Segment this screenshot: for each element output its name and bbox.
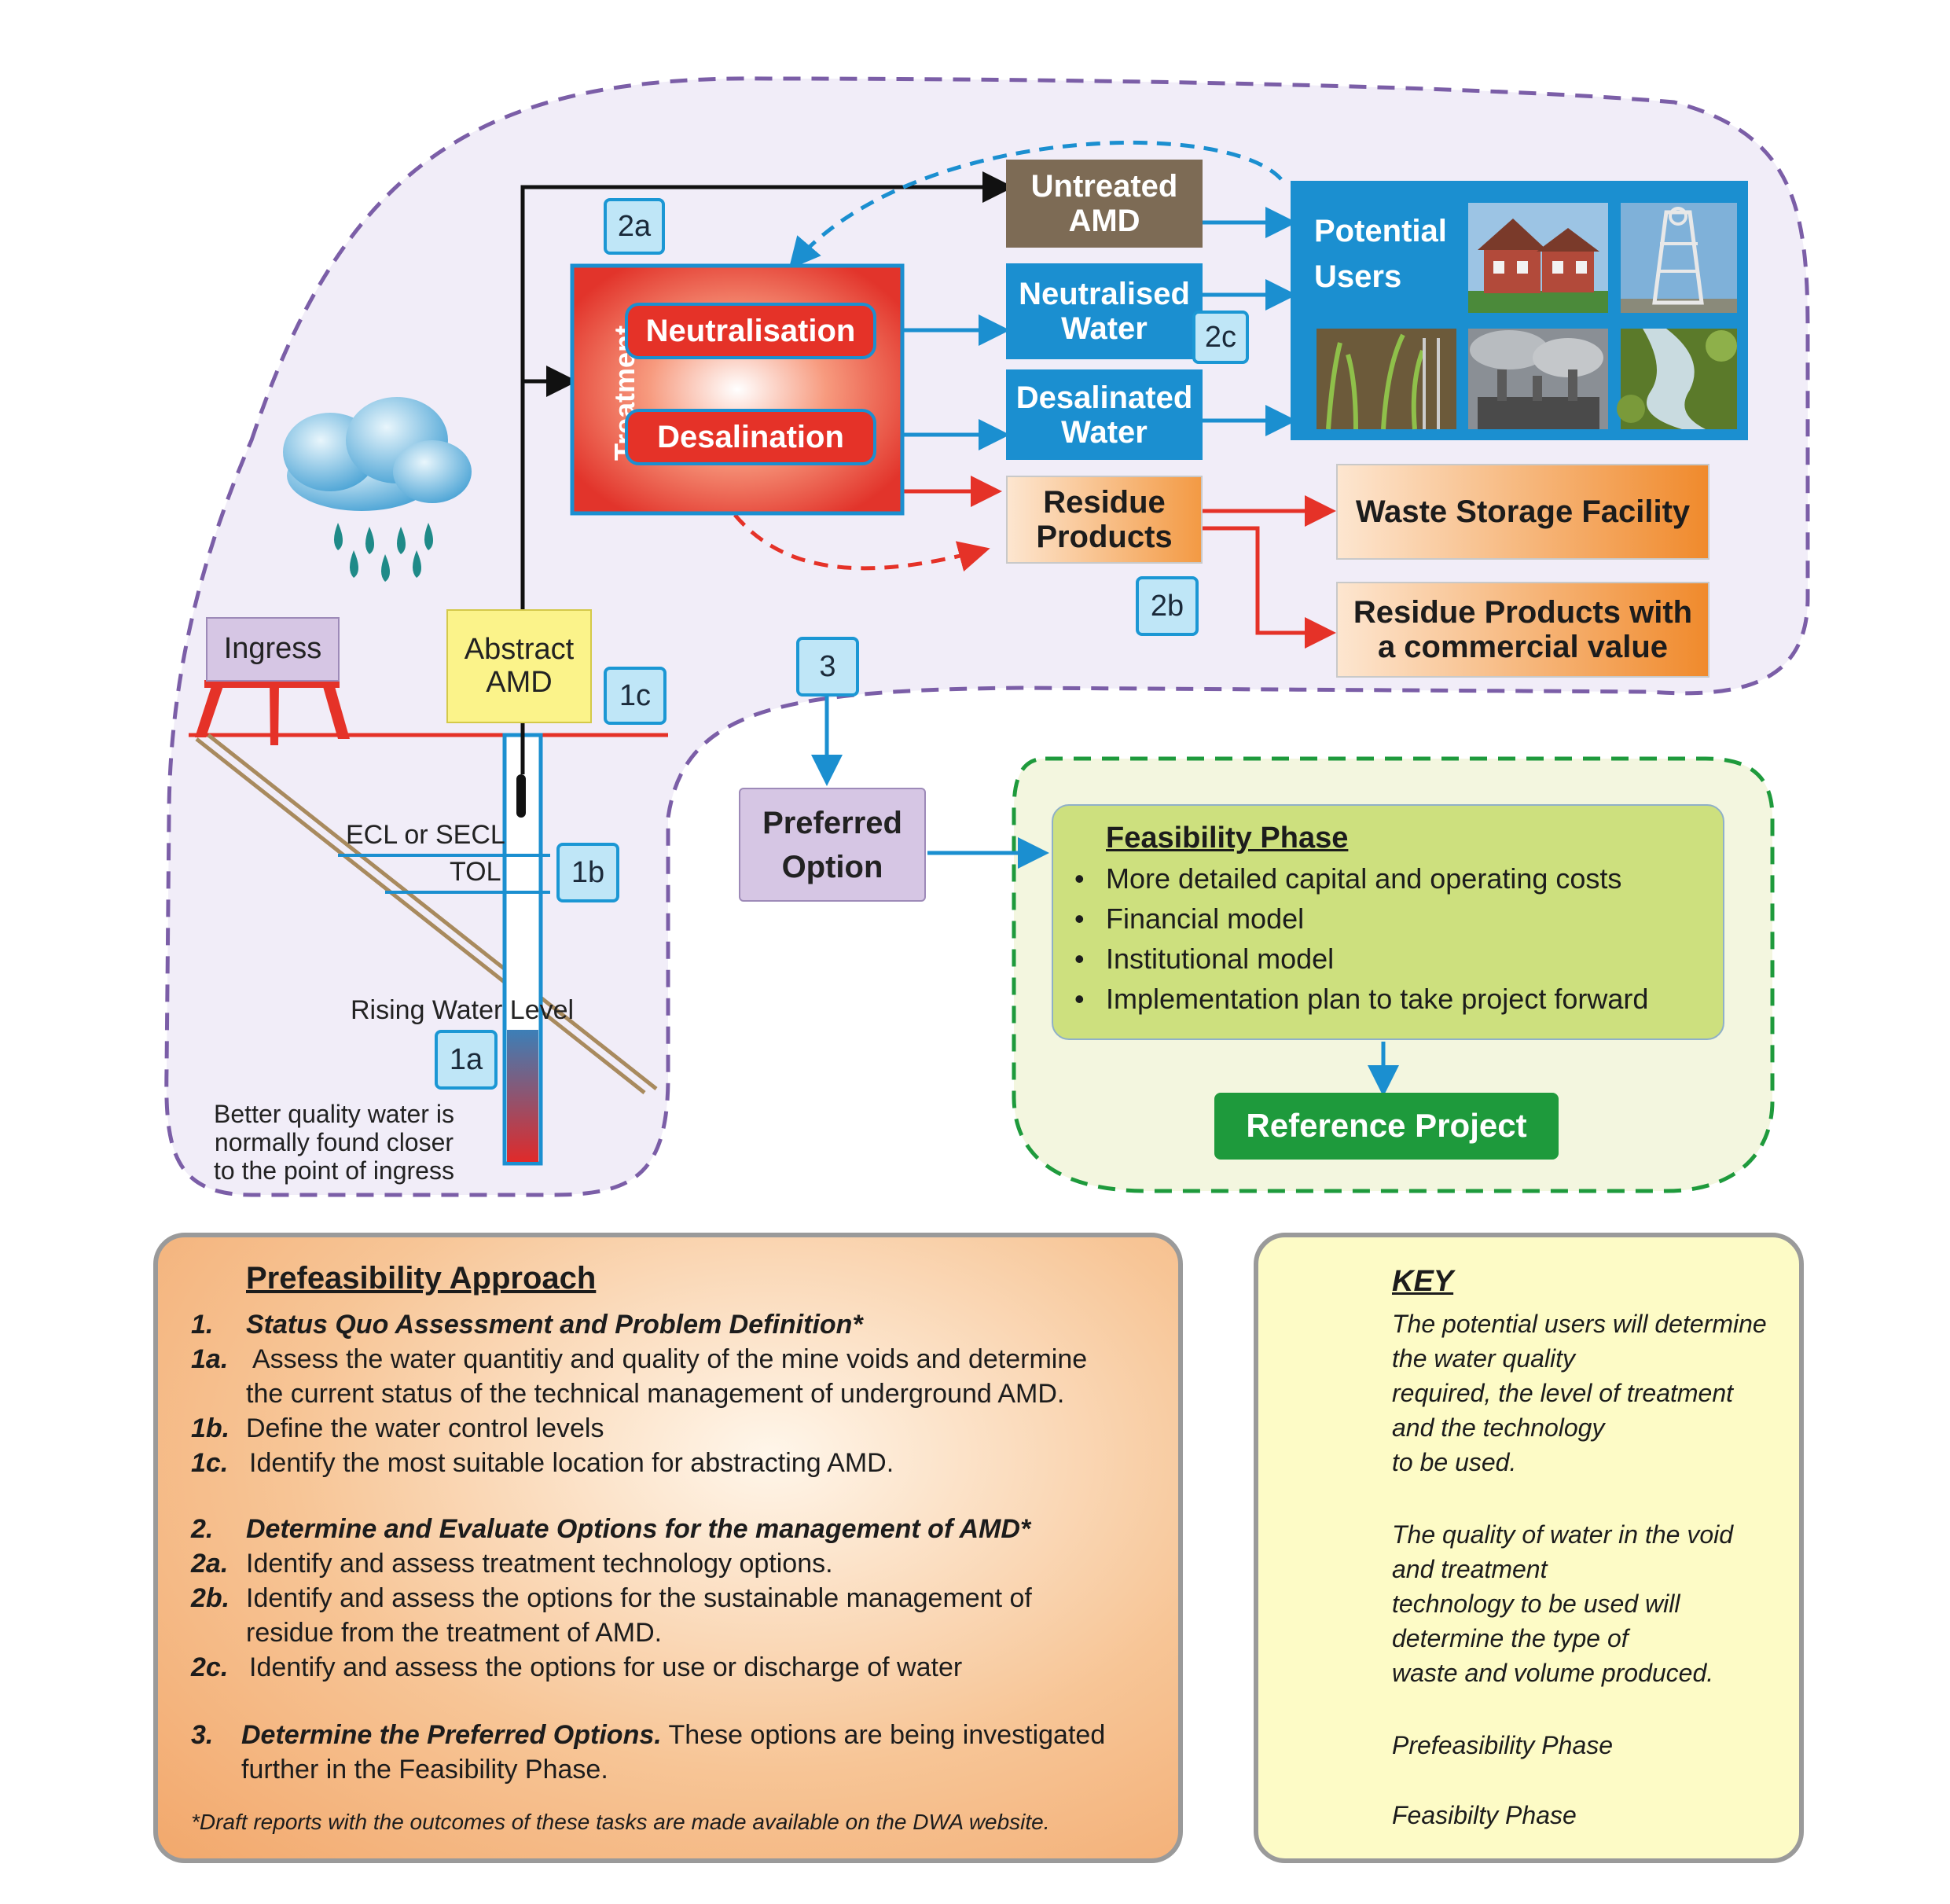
tag-1a: 1a xyxy=(435,1030,498,1090)
item-1: Status Quo Assessment and Problem Defini… xyxy=(246,1310,863,1340)
ingress-label: Ingress xyxy=(223,632,322,666)
key-purple-text: Prefeasibility Phase xyxy=(1392,1731,1614,1759)
residue-commercial-box: Residue Products with a commercial value xyxy=(1336,582,1709,678)
power-station-photo xyxy=(1468,329,1608,429)
house-photo xyxy=(1468,203,1608,313)
neutralised-line1: Neutralised xyxy=(1019,277,1190,311)
item-3-bold: Determine the Preferred Options. xyxy=(241,1720,662,1750)
item-2b-cont: residue from the treatment of AMD. xyxy=(246,1618,663,1648)
residue-commercial-line1: Residue Products with xyxy=(1353,595,1693,630)
ingress-box: Ingress xyxy=(206,617,340,682)
preferred-option-box: Preferred Option xyxy=(739,788,926,902)
desalinated-line2: Water xyxy=(1061,414,1148,450)
better-quality-line3: to the point of ingress xyxy=(214,1156,454,1185)
desalination-box: Desalination xyxy=(625,409,876,465)
reference-project-box: Reference Project xyxy=(1214,1093,1559,1160)
feasibility-item: •Institutional model xyxy=(1074,943,1335,975)
desalinated-water-box: Desalinated Water xyxy=(1006,369,1203,460)
agriculture-photo xyxy=(1317,329,1456,430)
residue-products-box: Residue Products xyxy=(1006,476,1203,564)
item-2a: Identify and assess treatment technology… xyxy=(246,1549,833,1579)
feasibility-phase-box: Feasibility Phase •More detailed capital… xyxy=(1052,804,1724,1040)
item-1a-cont: the current status of the technical mana… xyxy=(246,1379,1065,1409)
rain-cloud-icon xyxy=(283,397,472,582)
neutralised-line2: Water xyxy=(1061,311,1148,346)
neutralisation-label: Neutralisation xyxy=(645,314,856,348)
num-2c: 2c. xyxy=(191,1652,229,1682)
num-2b: 2b. xyxy=(191,1583,230,1613)
desalination-label: Desalination xyxy=(657,420,844,454)
waste-storage-label: Waste Storage Facility xyxy=(1355,494,1691,529)
untreated-line1: Untreated xyxy=(1030,169,1178,204)
mine-headframe-photo xyxy=(1621,203,1737,313)
prefeasibility-title: Prefeasibility Approach xyxy=(246,1261,597,1296)
neutralisation-box: Neutralisation xyxy=(625,303,876,359)
rising-water-label: Rising Water Level xyxy=(351,995,575,1025)
num-1a: 1a. xyxy=(191,1344,229,1374)
num-2a: 2a. xyxy=(191,1549,229,1579)
neutralised-water-box: Neutralised Water xyxy=(1006,263,1203,359)
tol-label: TOL xyxy=(450,857,501,887)
item-2: Determine and Evaluate Options for the m… xyxy=(246,1514,1031,1544)
item-1c: Identify the most suitable location for … xyxy=(249,1448,894,1478)
item-3-cont: further in the Feasibility Phase. xyxy=(241,1755,608,1785)
potential-users-label: Potential Users xyxy=(1314,208,1447,300)
key-title: KEY xyxy=(1392,1265,1454,1298)
item-2c: Identify and assess the options for use … xyxy=(249,1652,963,1682)
num-1b: 1b. xyxy=(191,1413,230,1443)
item-3-rest: These options are being investigated xyxy=(661,1720,1106,1750)
reference-project-label: Reference Project xyxy=(1246,1107,1527,1145)
untreated-amd-box: Untreated AMD xyxy=(1006,160,1203,248)
better-quality-line1: Better quality water is xyxy=(214,1100,454,1128)
ecl-label: ECL or SECL xyxy=(346,820,505,850)
feasibility-item: •More detailed capital and operating cos… xyxy=(1074,862,1622,895)
desalinated-line1: Desalinated xyxy=(1015,380,1193,415)
item-1a: Assess the water quantitiy and quality o… xyxy=(252,1344,1088,1374)
better-quality-note: Better quality water is normally found c… xyxy=(214,1100,454,1185)
item-1b: Define the water control levels xyxy=(246,1413,604,1443)
tag-2a: 2a xyxy=(604,198,665,255)
prefeasibility-panel: Prefeasibility Approach 1. Status Quo As… xyxy=(153,1233,1183,1863)
preferred-line1: Preferred xyxy=(762,805,902,840)
num-2: 2. xyxy=(191,1514,214,1544)
abstract-amd-box: Abstract AMD xyxy=(446,609,592,723)
river-photo xyxy=(1617,329,1737,429)
feasibility-item: •Financial model xyxy=(1074,902,1305,935)
item-3: Determine the Preferred Options. These o… xyxy=(241,1720,1105,1751)
key-panel: KEY The potential users will determine t… xyxy=(1254,1233,1804,1863)
tag-1c: 1c xyxy=(604,667,667,725)
residue-line2: Products xyxy=(1036,520,1173,554)
potential-users-line1: Potential xyxy=(1314,214,1447,248)
tag-1b: 1b xyxy=(556,843,619,902)
tag-2c: 2c xyxy=(1192,311,1249,364)
num-1c: 1c. xyxy=(191,1448,229,1478)
abstract-amd-line2: AMD xyxy=(486,665,553,699)
key-green-text: Feasibilty Phase xyxy=(1392,1801,1577,1829)
tag-3: 3 xyxy=(796,637,859,697)
abstract-amd-line1: Abstract xyxy=(464,632,575,666)
footnote: *Draft reports with the outcomes of thes… xyxy=(191,1810,1050,1834)
preferred-line2: Option xyxy=(781,849,883,884)
untreated-line2: AMD xyxy=(1068,204,1140,238)
residue-line1: Residue xyxy=(1043,485,1166,520)
residue-commercial-line2: a commercial value xyxy=(1377,630,1669,664)
num-1: 1. xyxy=(191,1310,214,1340)
waste-storage-box: Waste Storage Facility xyxy=(1336,464,1709,560)
feasibility-title: Feasibility Phase xyxy=(1106,822,1349,855)
tag-2b: 2b xyxy=(1136,576,1199,636)
potential-users-line2: Users xyxy=(1314,259,1402,294)
num-3: 3. xyxy=(191,1720,214,1750)
feasibility-item: •Implementation plan to take project for… xyxy=(1074,983,1649,1015)
better-quality-line2: normally found closer xyxy=(214,1127,454,1156)
item-2b: Identify and assess the options for the … xyxy=(246,1583,1032,1613)
